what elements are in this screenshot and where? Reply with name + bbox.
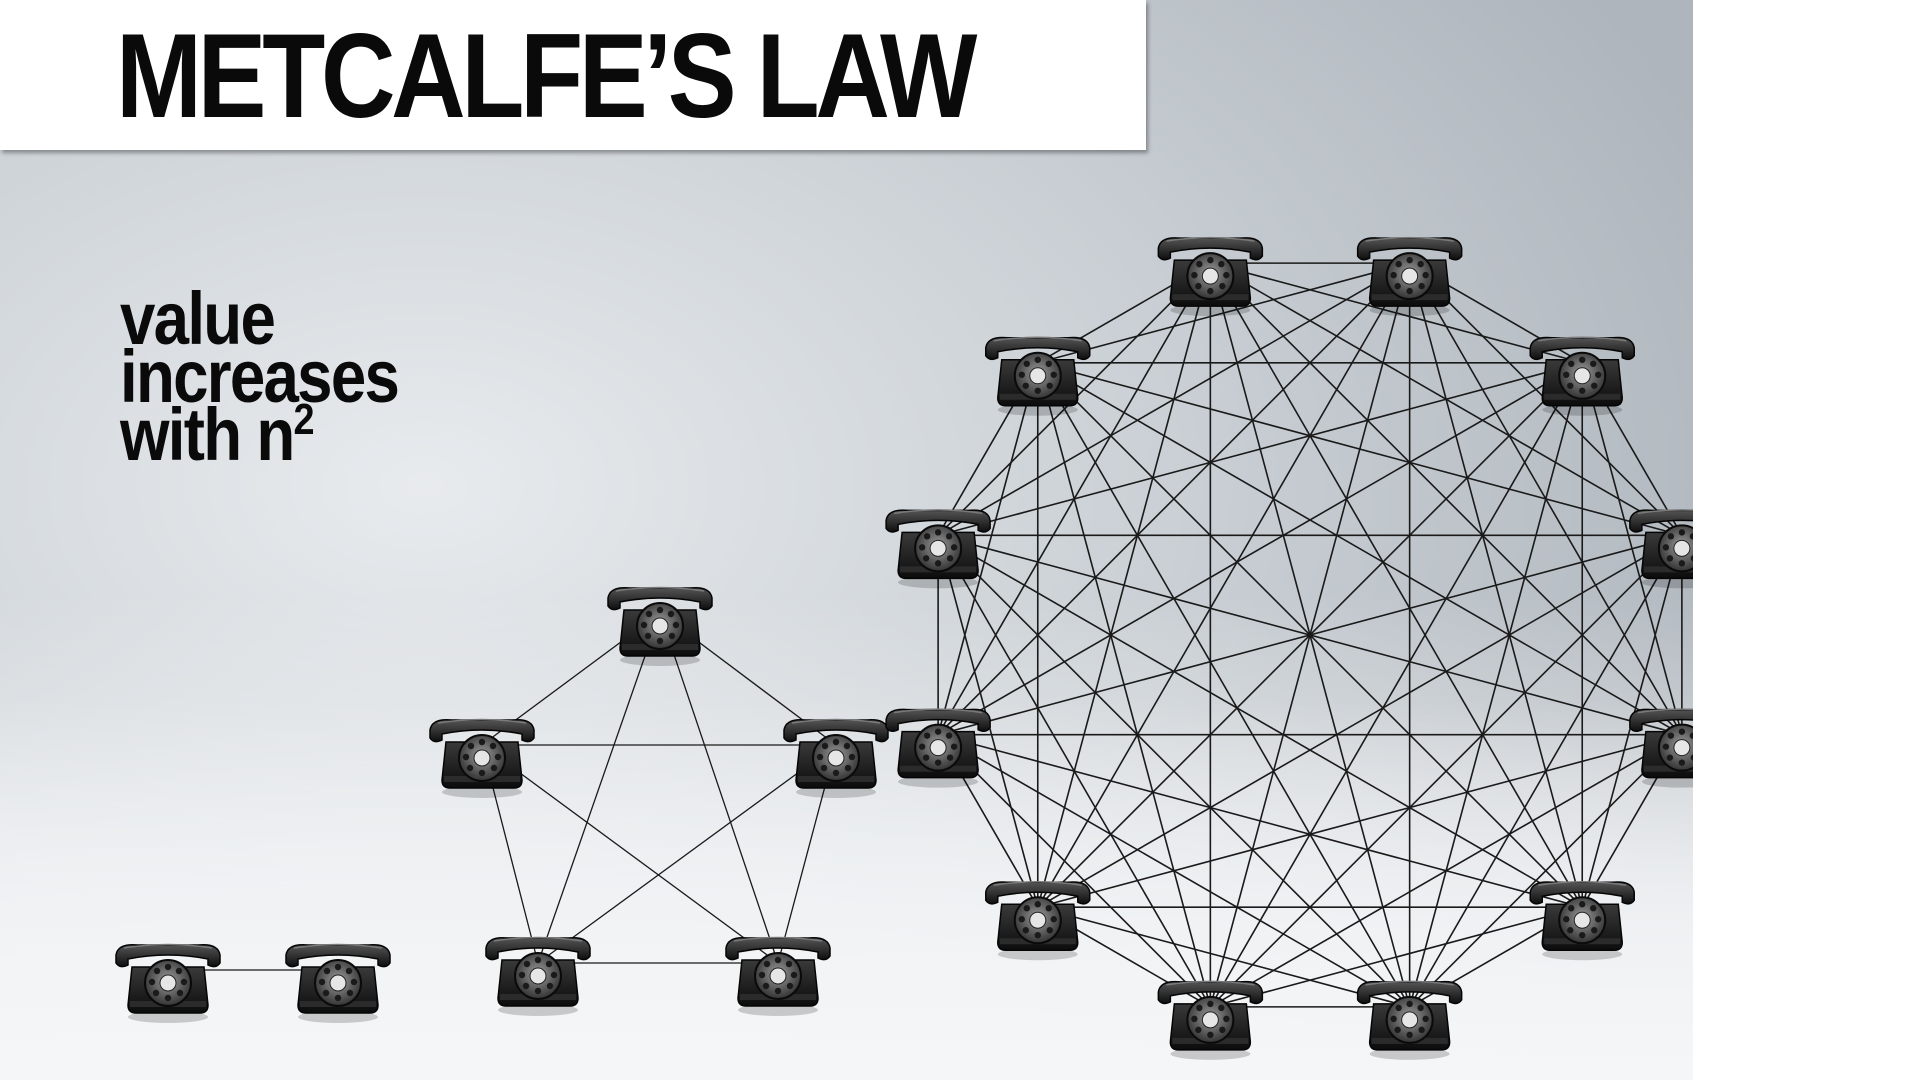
connection-line	[1210, 906, 1583, 1008]
rotary-telephone-icon	[1628, 708, 1693, 789]
connection-line	[1037, 362, 1411, 1008]
connection-line	[1037, 906, 1410, 1008]
connection-line	[937, 534, 1411, 1008]
connection-line	[1037, 733, 1683, 909]
connection-line	[937, 733, 1583, 909]
page-title: METCALFE’S LAW	[116, 9, 977, 143]
rotary-telephone-icon	[885, 508, 992, 590]
network-5-phones	[429, 586, 889, 1017]
rotary-telephone-icon	[115, 943, 221, 1024]
connection-line	[937, 534, 1583, 908]
caption-line-3: with n2	[120, 398, 398, 472]
rotary-telephone-icon	[783, 718, 889, 799]
poster: METCALFE’S LAW value increases with n2	[0, 0, 1693, 1080]
rotary-telephone-icon	[485, 936, 591, 1017]
caption-line-2: increases	[120, 335, 400, 418]
connection-line	[1209, 262, 1583, 908]
rotary-telephone-icon	[429, 718, 535, 799]
connection-line	[481, 744, 779, 964]
rotary-telephone-icon	[1157, 236, 1264, 318]
connection-line	[1037, 362, 1683, 736]
connection-line	[1037, 534, 1683, 908]
title-banner: METCALFE’S LAW	[0, 0, 1146, 150]
connection-line	[1037, 362, 1583, 908]
connection-line	[1036, 362, 1212, 1008]
connection-lines	[937, 262, 1683, 1008]
connection-line	[937, 362, 1583, 736]
connection-line	[537, 744, 837, 964]
caption-line-3-text: with n	[120, 393, 295, 476]
connection-line	[1037, 361, 1683, 537]
connection-line	[937, 734, 1211, 1008]
connection-line	[937, 534, 1212, 1008]
connection-line	[537, 612, 661, 964]
network-diagram	[115, 236, 1693, 1061]
connection-line	[937, 361, 1583, 537]
connection-line	[1209, 362, 1583, 1008]
network-2-phones	[115, 943, 391, 1024]
rotary-telephone-icon	[984, 336, 1091, 417]
rotary-telephone-icon	[1356, 236, 1463, 318]
connection-line	[937, 362, 1039, 735]
caption: value increases with n2	[120, 277, 400, 472]
rotary-telephone-icon	[1529, 336, 1636, 417]
rotary-telephone-icon	[607, 586, 713, 667]
rotary-telephone-icon	[725, 936, 831, 1017]
connection-line	[1037, 262, 1411, 908]
caption-exponent: 2	[293, 395, 314, 444]
network-12-phones	[885, 236, 1693, 1061]
rotary-telephone-icon	[285, 943, 391, 1024]
connection-line	[659, 612, 779, 964]
caption-line-1: value	[120, 277, 276, 360]
